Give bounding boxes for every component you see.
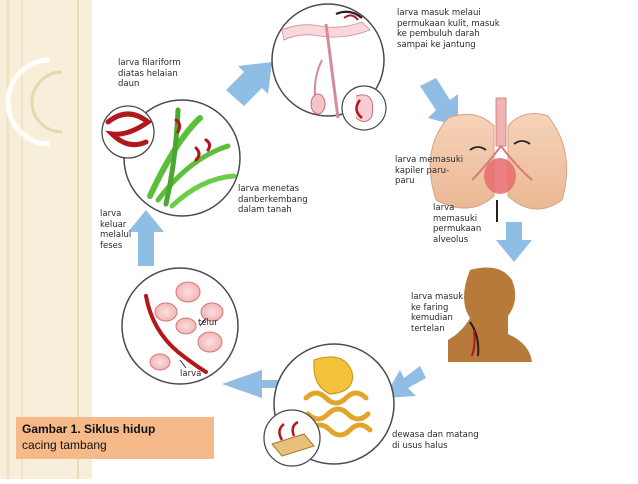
- label-lung-capillary: larva memasuki kapiler paru- paru: [395, 155, 464, 186]
- stage-intestine-illustration: [263, 343, 395, 467]
- label-soil: larva menetas danberkembang dalam tanah: [238, 184, 308, 215]
- arrow-lungs-to-pharynx: [496, 222, 532, 262]
- stage-filariform-illustration: [101, 99, 241, 217]
- label-feces-exit: larva keluar melalui feses: [100, 209, 132, 251]
- background-panel: [0, 0, 92, 479]
- caption-line-2: cacing tambang: [22, 438, 107, 452]
- arrow-intestine-to-feces: [222, 370, 278, 398]
- arrow-filariform-to-skin: [226, 62, 272, 106]
- arrow-skin-to-lungs: [420, 78, 458, 126]
- stage-skin-illustration: [271, 3, 387, 131]
- label-skin-entry: larva masuk melaui permukaan kulit, masu…: [397, 8, 500, 50]
- arrow-pharynx-to-intestine: [384, 366, 426, 398]
- label-alveolus: larva memasuki permukaan alveolus: [433, 203, 482, 245]
- label-egg: telur: [198, 318, 218, 328]
- label-intestine: dewasa dan matang di usus halus: [392, 430, 479, 451]
- stage-pharynx-illustration: [448, 267, 532, 362]
- figure-caption: Gambar 1. Siklus hidup cacing tambang: [16, 417, 214, 459]
- caption-line-1: Gambar 1. Siklus hidup: [22, 422, 156, 436]
- stage-feces-illustration: [121, 267, 239, 385]
- cycle-arrows: [128, 62, 532, 398]
- stage-lungs-illustration: [429, 97, 568, 222]
- label-filariform: larva filariform diatas helaian daun: [118, 58, 181, 89]
- arrow-feces-to-filariform: [128, 210, 164, 266]
- label-larva: larva: [180, 369, 202, 379]
- label-pharynx: larva masuk ke faring kemudian tertelan: [411, 292, 464, 334]
